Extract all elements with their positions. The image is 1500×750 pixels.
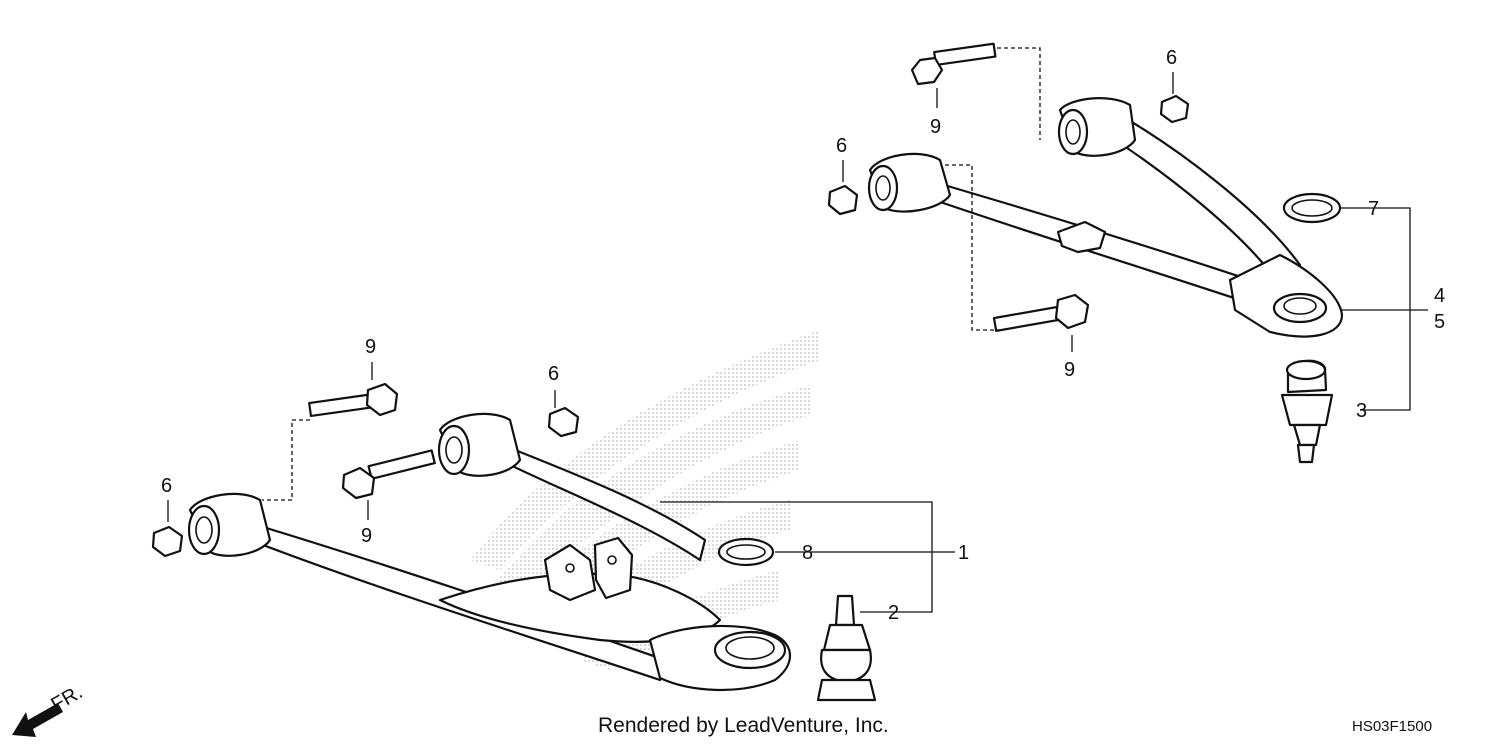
upper-arm (867, 97, 1344, 338)
callout-9-upper-rear: 9 (930, 116, 941, 138)
bolt-upper-rear (910, 42, 997, 86)
diagram-code: HS03F1500 (1352, 718, 1432, 735)
callout-3: 3 (1356, 400, 1367, 422)
callout-5: 5 (1434, 311, 1445, 333)
callout-6-upper-right: 6 (1166, 47, 1177, 69)
ball-joint-upper (1280, 359, 1334, 464)
callout-2: 2 (888, 602, 899, 624)
callout-6-lower-right: 6 (548, 363, 559, 385)
nut-lower-left (151, 525, 184, 558)
callout-7: 7 (1368, 198, 1379, 220)
leader-lines (167, 47, 1428, 613)
circlip-upper (1282, 192, 1342, 224)
callout-9-lower-front: 9 (361, 525, 372, 547)
bolt-lower-rear (308, 382, 399, 418)
callout-9-upper-front: 9 (1064, 359, 1075, 381)
nut-upper-right (1159, 94, 1190, 124)
callout-4: 4 (1434, 285, 1445, 307)
credit-text: Rendered by LeadVenture, Inc. (598, 714, 889, 737)
bolt-lower-front (341, 449, 436, 500)
front-arrow-icon: FR. (12, 681, 86, 737)
callout-8: 8 (802, 542, 813, 564)
bolt-upper-front (992, 293, 1090, 332)
nut-upper-left (827, 184, 859, 216)
callout-9-lower-rear: 9 (365, 336, 376, 358)
nut-lower-right (547, 406, 580, 438)
callouts: 9 6 6 9 7 4 5 3 9 6 6 9 8 1 2 (161, 47, 1445, 624)
callout-6-upper-left: 6 (836, 135, 847, 157)
callout-1: 1 (958, 542, 969, 564)
circlip-lower (717, 537, 775, 567)
ball-joint-lower (816, 594, 877, 702)
lower-arm (187, 412, 791, 691)
callout-6-lower-left: 6 (161, 475, 172, 497)
